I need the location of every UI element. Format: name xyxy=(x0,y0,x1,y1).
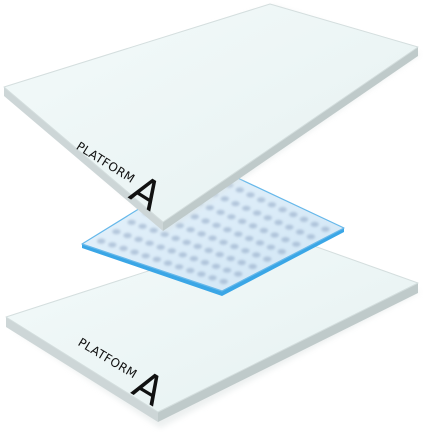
well xyxy=(306,234,316,240)
well xyxy=(119,245,128,251)
well xyxy=(141,253,150,259)
well xyxy=(285,224,294,230)
well xyxy=(201,218,210,224)
well xyxy=(223,227,232,233)
well xyxy=(186,267,195,274)
bottom-platform-edge-right xyxy=(158,283,418,422)
well xyxy=(208,275,217,281)
well xyxy=(257,197,266,203)
well xyxy=(299,216,309,222)
top-platform: PLATFORM A xyxy=(3,3,420,232)
well xyxy=(197,231,206,237)
well xyxy=(149,227,158,233)
well xyxy=(219,239,228,245)
well xyxy=(255,240,265,246)
well xyxy=(259,227,269,234)
well xyxy=(160,231,169,237)
well xyxy=(208,235,217,241)
well xyxy=(248,263,257,270)
well xyxy=(242,205,251,211)
well xyxy=(234,231,243,237)
well xyxy=(241,248,250,254)
well xyxy=(263,215,272,221)
well xyxy=(281,237,290,243)
well xyxy=(231,201,240,207)
well xyxy=(190,214,199,220)
well xyxy=(171,235,180,241)
well xyxy=(189,256,199,262)
well xyxy=(248,223,258,229)
well xyxy=(205,205,214,211)
well xyxy=(246,192,255,198)
well xyxy=(263,256,272,262)
well xyxy=(193,243,202,249)
well xyxy=(123,232,132,239)
well xyxy=(220,196,229,202)
well xyxy=(238,218,247,224)
top-platform-edge-right xyxy=(163,47,418,231)
bottom-platform: PLATFORM A xyxy=(5,230,420,428)
well xyxy=(295,229,305,235)
well xyxy=(163,260,173,266)
well xyxy=(152,256,162,262)
well xyxy=(222,267,232,273)
well xyxy=(219,278,228,285)
well xyxy=(266,244,276,250)
well xyxy=(227,214,236,220)
well xyxy=(321,226,330,232)
well xyxy=(277,249,286,255)
well xyxy=(138,223,147,229)
well xyxy=(216,209,225,215)
well xyxy=(156,244,165,250)
well xyxy=(174,264,184,270)
well xyxy=(278,207,287,213)
well xyxy=(212,222,221,228)
well xyxy=(310,221,319,227)
top-platform-top xyxy=(3,3,419,223)
well xyxy=(127,219,136,225)
well xyxy=(108,242,117,248)
well xyxy=(252,210,262,216)
bottom-platform-edge xyxy=(6,317,158,422)
well xyxy=(289,211,298,218)
well xyxy=(267,202,277,208)
well xyxy=(204,247,213,253)
well xyxy=(274,219,283,226)
well xyxy=(252,252,261,258)
well xyxy=(226,255,235,262)
well xyxy=(130,249,139,255)
well xyxy=(134,236,143,242)
well xyxy=(175,222,184,229)
well xyxy=(97,238,106,244)
well xyxy=(211,263,221,269)
well xyxy=(270,232,279,238)
well xyxy=(167,248,176,254)
well xyxy=(234,271,243,277)
well xyxy=(182,239,191,245)
well xyxy=(186,227,195,233)
well xyxy=(215,251,224,258)
well xyxy=(178,252,187,258)
well xyxy=(292,241,301,247)
well xyxy=(145,240,154,246)
top-platform-edge xyxy=(4,87,163,231)
well xyxy=(230,243,239,250)
well xyxy=(245,235,254,242)
well xyxy=(197,271,206,277)
well xyxy=(112,229,121,235)
well xyxy=(200,259,210,266)
well xyxy=(237,259,246,266)
well xyxy=(235,187,244,193)
